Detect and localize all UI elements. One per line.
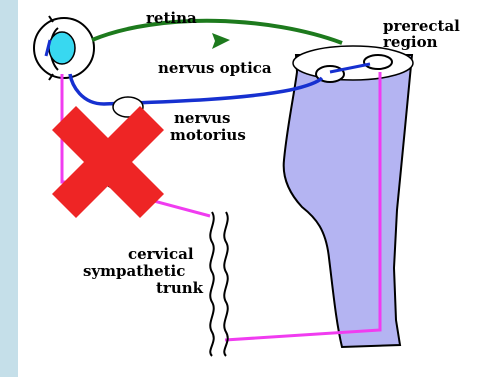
cervical-trunk-shape (210, 212, 227, 356)
nervus-label: nervus (174, 109, 230, 127)
brainstem-shape (284, 55, 412, 347)
retina-label: retina (146, 9, 197, 27)
eye-icon (34, 16, 94, 80)
oculomotor-nerve-line (70, 74, 322, 104)
trunk-label: trunk (156, 279, 204, 297)
brainstem-top (293, 46, 413, 80)
nervus-optica-label: nervus optica (158, 59, 272, 77)
sympathetic-label: sympathetic (83, 262, 185, 280)
arrow-icon (212, 33, 230, 49)
pretectal-nucleus (364, 55, 392, 69)
motorius-label: motorius (170, 126, 246, 144)
region-label: region (383, 33, 438, 51)
cervical-label: cervical (128, 245, 194, 263)
cross-out-icon (52, 106, 164, 218)
side-panel (0, 0, 18, 377)
